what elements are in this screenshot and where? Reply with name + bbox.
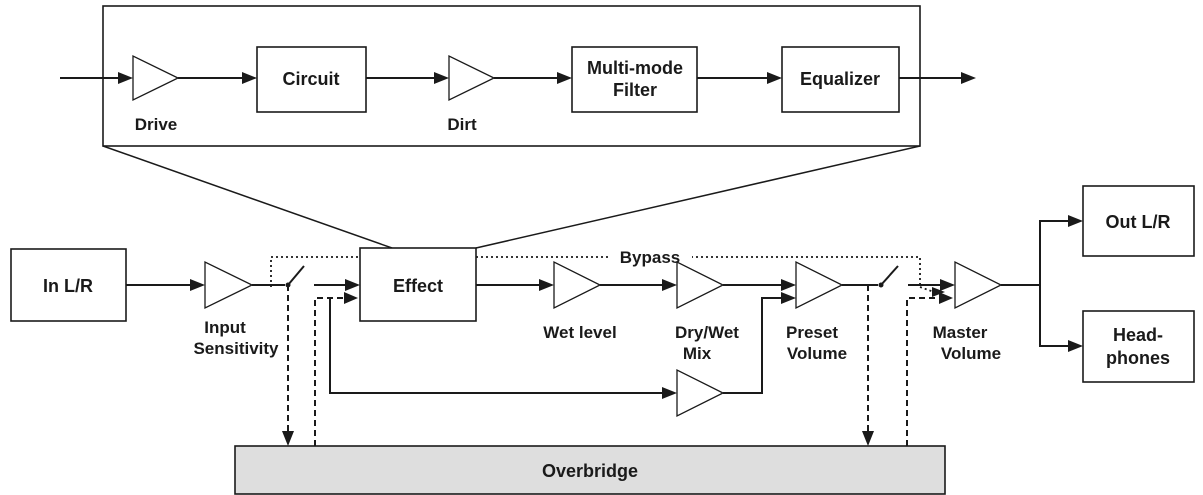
bypass-entry — [919, 286, 935, 293]
wet-level-label: Wet level — [543, 323, 616, 342]
dry-path-wire — [329, 298, 665, 394]
drive-label: Drive — [135, 115, 178, 134]
master-volume-amp — [954, 260, 1003, 310]
filter-label-line2: Filter — [613, 80, 657, 100]
input-box — [10, 248, 127, 322]
arrow-into-input-sensitivity — [190, 279, 205, 291]
headphones-label-line1: Head- — [1113, 325, 1163, 345]
master-volume-label-line1: Master — [933, 323, 988, 342]
arrow-into-preset-volume — [781, 279, 796, 291]
multimode-filter-block — [571, 46, 698, 113]
dry-wet-label-line2: Mix — [683, 344, 712, 363]
headphones-box — [1082, 310, 1195, 383]
dry-amp — [676, 368, 725, 418]
output-switch — [880, 265, 899, 286]
zoom-line-left — [102, 145, 393, 249]
equalizer-label: Equalizer — [800, 69, 880, 89]
arrow-into-out — [1068, 215, 1083, 227]
arrow-into-headphones — [1068, 340, 1083, 352]
arrow-into-filter — [557, 72, 572, 84]
input-sensitivity-label-line1: Input — [204, 318, 246, 337]
arrow-into-wet-level — [539, 279, 554, 291]
arrow-into-drive — [118, 72, 133, 84]
arrow-into-drywet — [662, 279, 677, 291]
filter-label-line1: Multi-mode — [587, 58, 683, 78]
input-label: In L/R — [43, 276, 93, 296]
dry-wet-amp — [676, 260, 725, 310]
dry-wet-label-line1: Dry/Wet — [675, 323, 739, 342]
wire-to-headphones — [1039, 285, 1071, 347]
arrow-into-effect — [345, 279, 360, 291]
dirt-label: Dirt — [447, 115, 477, 134]
arrow-return-1 — [344, 292, 358, 304]
arrow-dry-into-preset — [781, 292, 796, 304]
arrow-return-2 — [939, 292, 953, 304]
master-volume-label-line2: Volume — [941, 344, 1001, 363]
arrow-into-overbridge-1 — [282, 431, 294, 446]
dirt-amp — [448, 54, 496, 102]
headphones-label-line2: phones — [1106, 348, 1170, 368]
bypass-arrow — [932, 287, 945, 297]
zoom-line-right — [475, 145, 921, 249]
input-sensitivity-label-line2: Sensitivity — [193, 339, 279, 358]
drive-amp — [132, 54, 180, 102]
preset-volume-amp — [795, 260, 844, 310]
return-from-overbridge-2 — [906, 297, 940, 446]
out-label: Out L/R — [1106, 212, 1171, 232]
overbridge-label: Overbridge — [542, 461, 638, 481]
input-switch — [287, 265, 305, 286]
arrow-into-master-volume — [940, 279, 955, 291]
wet-level-amp — [553, 260, 602, 310]
out-box — [1082, 185, 1195, 257]
bypass-label: Bypass — [620, 248, 680, 267]
bypass-path — [270, 256, 921, 287]
arrow-into-dirt — [434, 72, 449, 84]
preset-volume-label-line1: Preset — [786, 323, 838, 342]
equalizer-block — [781, 46, 900, 113]
arrow-into-equalizer — [767, 72, 782, 84]
overbridge-block — [234, 445, 946, 495]
circuit-label: Circuit — [282, 69, 339, 89]
arrow-into-dry-amp — [662, 387, 677, 399]
wire-to-out — [1039, 220, 1071, 285]
effect-label: Effect — [393, 276, 443, 296]
detail-output-arrow — [961, 72, 976, 84]
arrow-into-circuit — [242, 72, 257, 84]
dry-return-wire — [723, 297, 784, 394]
circuit-block — [256, 46, 367, 113]
arrow-into-overbridge-2 — [862, 431, 874, 446]
input-sensitivity-amp — [204, 260, 254, 310]
preset-volume-label-line2: Volume — [787, 344, 847, 363]
effect-block — [359, 247, 477, 322]
